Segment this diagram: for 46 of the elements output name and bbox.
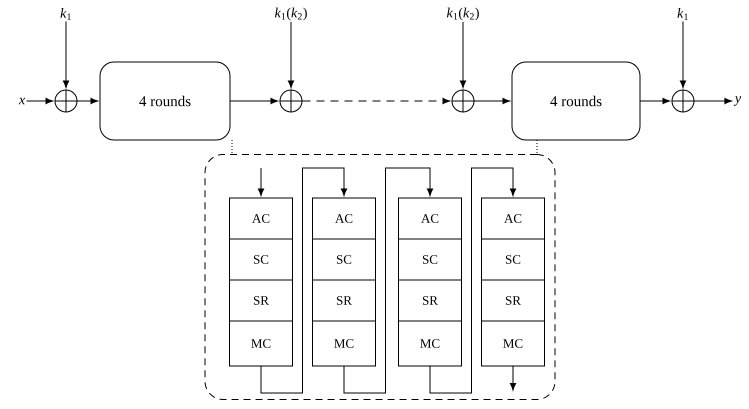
dashed-group-box [204, 154, 556, 400]
connector [536, 140, 538, 155]
step-cell: MC [312, 320, 376, 366]
xor-circle [671, 89, 695, 113]
step-cell: MC [229, 320, 293, 366]
step-cell: MC [398, 320, 462, 366]
step-cell: SC [312, 238, 376, 280]
io-label: x [18, 98, 26, 104]
step-cell: SR [398, 280, 462, 322]
arrow [460, 21, 466, 88]
arrow [258, 168, 264, 196]
arrow [26, 98, 54, 104]
arrow [474, 98, 510, 104]
round-block: 4 rounds [512, 62, 640, 140]
arrow [694, 98, 732, 104]
xor-circle [54, 89, 78, 113]
step-cell: MC [481, 320, 545, 366]
arrow [430, 168, 516, 394]
key-label: k$_{1}$(k$_{2}$) [274, 8, 307, 20]
step-cell: SR [312, 280, 376, 322]
step-cell: SR [481, 280, 545, 322]
step-cell: SC [229, 238, 293, 280]
step-cell: AC [229, 198, 293, 240]
step-cell: SC [481, 238, 545, 280]
xor-circle [451, 89, 475, 113]
arrow [260, 168, 348, 394]
arrow [510, 366, 516, 390]
arrow [680, 20, 686, 88]
key-label: k$_{1}$(k$_{2}$) [446, 8, 479, 20]
io-label: y [734, 96, 742, 106]
arrow [344, 168, 434, 394]
arrow [230, 98, 278, 104]
step-cell: AC [481, 198, 545, 240]
xor-circle [279, 89, 303, 113]
step-cell: AC [398, 198, 462, 240]
arrow [62, 20, 70, 88]
step-cell: SC [398, 238, 462, 280]
key-label: k$_{1}$ [678, 8, 688, 20]
round-block: 4 rounds [100, 62, 230, 140]
arrow [302, 98, 450, 104]
arrow [77, 98, 98, 104]
key-label: k$_{1}$ [60, 8, 71, 20]
step-cell: SR [229, 280, 293, 322]
arrow [288, 21, 294, 88]
step-cell: AC [312, 198, 376, 240]
arrow [640, 98, 670, 104]
